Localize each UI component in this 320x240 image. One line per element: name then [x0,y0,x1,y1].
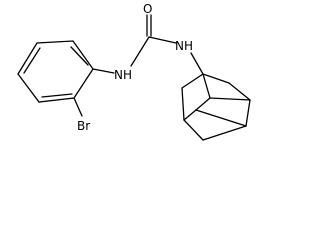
benzene-double-2 [41,93,73,98]
nh-right-label: NH [175,39,193,53]
structure-canvas: O NH NH Br [17,2,251,141]
adamantane-cage [181,73,251,141]
bond-nh-aryl [92,68,115,74]
bromine-label: Br [77,119,90,133]
oxygen-label: O [143,2,152,16]
bond-c-nh-left [130,36,150,67]
benzene-double-3 [23,47,41,74]
molecule-drawing: O NH NH Br [17,2,251,141]
benzene-double-1 [70,46,89,66]
bond-nh-adamantyl [190,52,204,75]
benzene-ring [17,40,94,103]
bond-c-br [73,97,83,117]
nh-left-label: NH [114,68,132,82]
bond-c-nh-right [148,36,177,44]
